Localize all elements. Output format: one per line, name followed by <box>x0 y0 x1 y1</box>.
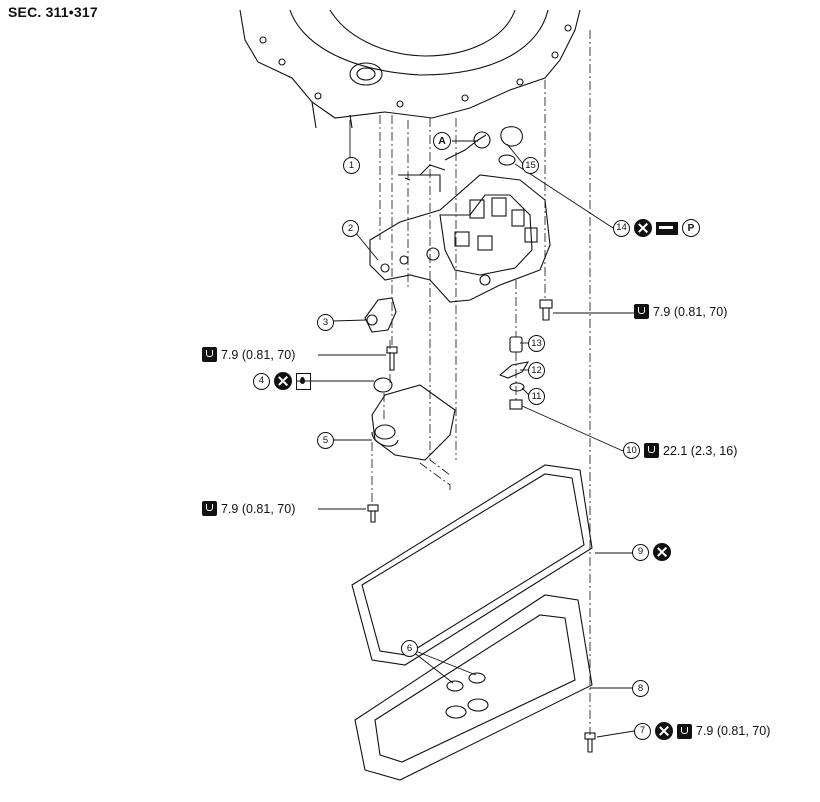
callout-1: 1 <box>343 157 360 174</box>
torque-wrench-icon <box>677 723 692 739</box>
do-not-reuse-icon <box>655 722 673 740</box>
transmission-case <box>239 9 581 129</box>
strainer-bolt <box>367 504 379 523</box>
callout-14: 14 P <box>613 219 700 237</box>
callout-number: 5 <box>317 432 334 449</box>
alignment-lines <box>371 30 591 735</box>
callout-2: 2 <box>342 220 359 237</box>
bracket <box>364 297 397 333</box>
torque-value: 22.1 (2.3, 16) <box>663 443 738 458</box>
valve-bolt-torque: 7.9 (0.81, 70) <box>634 304 727 319</box>
callout-7: 7 7.9 (0.81, 70) <box>634 722 770 740</box>
callout-number: 9 <box>632 543 649 561</box>
callout-number: 3 <box>317 314 334 331</box>
callout-9: 9 <box>632 543 671 561</box>
oil-pan <box>354 594 593 781</box>
o-rings <box>498 126 523 166</box>
section-title: SEC. 311•317 <box>8 4 98 20</box>
callout-number: 14 <box>613 219 630 237</box>
torque-wrench-icon <box>644 443 659 458</box>
do-not-reuse-icon <box>634 219 652 237</box>
callout-number: 4 <box>253 372 270 390</box>
callout-number: 13 <box>528 335 545 352</box>
callout-11: 11 <box>528 388 545 405</box>
strainer-o-ring <box>373 377 393 393</box>
strainer-bolt-torque: 7.9 (0.81, 70) <box>202 501 295 516</box>
oil-pan-bolt <box>584 732 596 753</box>
view-marker-a: A <box>433 132 451 150</box>
callout-12: 12 <box>528 362 545 379</box>
do-not-reuse-icon <box>653 543 671 561</box>
torque-value: 7.9 (0.81, 70) <box>221 501 296 516</box>
callout-number: 7 <box>634 722 651 740</box>
leader-lines <box>296 120 640 738</box>
callout-3: 3 <box>317 314 334 331</box>
callout-number: 2 <box>342 220 359 237</box>
callout-number: 11 <box>528 388 545 405</box>
torque-value: 7.9 (0.81, 70) <box>696 724 771 738</box>
torque-wrench-icon <box>202 501 217 516</box>
callout-10: 10 22.1 (2.3, 16) <box>623 442 737 459</box>
bracket-bolt <box>386 346 398 371</box>
callout-number: 6 <box>401 640 418 657</box>
callout-number: 8 <box>632 680 649 697</box>
apply-atf-icon <box>296 372 311 390</box>
bracket-bolt-torque: 7.9 (0.81, 70) <box>202 347 295 362</box>
torque-value: 7.9 (0.81, 70) <box>653 304 728 319</box>
callout-number: 15 <box>522 157 539 174</box>
callout-number: 10 <box>623 442 640 459</box>
callout-13: 13 <box>528 335 545 352</box>
apply-petroleum-jelly-icon <box>656 221 678 235</box>
torque-wrench-icon <box>634 304 649 319</box>
callout-5: 5 <box>317 432 334 449</box>
petroleum-jelly-p-icon: P <box>682 219 700 237</box>
callout-15: 15 <box>522 157 539 174</box>
oil-strainer <box>371 384 456 461</box>
callout-8: 8 <box>632 680 649 697</box>
callout-4: 4 <box>253 372 311 390</box>
control-valve-assembly <box>369 131 551 303</box>
do-not-reuse-icon <box>274 372 292 390</box>
callout-number: 12 <box>528 362 545 379</box>
torque-wrench-icon <box>202 347 217 362</box>
callout-6: 6 <box>401 640 418 657</box>
callout-number: 1 <box>343 157 360 174</box>
torque-value: 7.9 (0.81, 70) <box>221 347 296 362</box>
oil-pan-gasket <box>351 464 593 666</box>
